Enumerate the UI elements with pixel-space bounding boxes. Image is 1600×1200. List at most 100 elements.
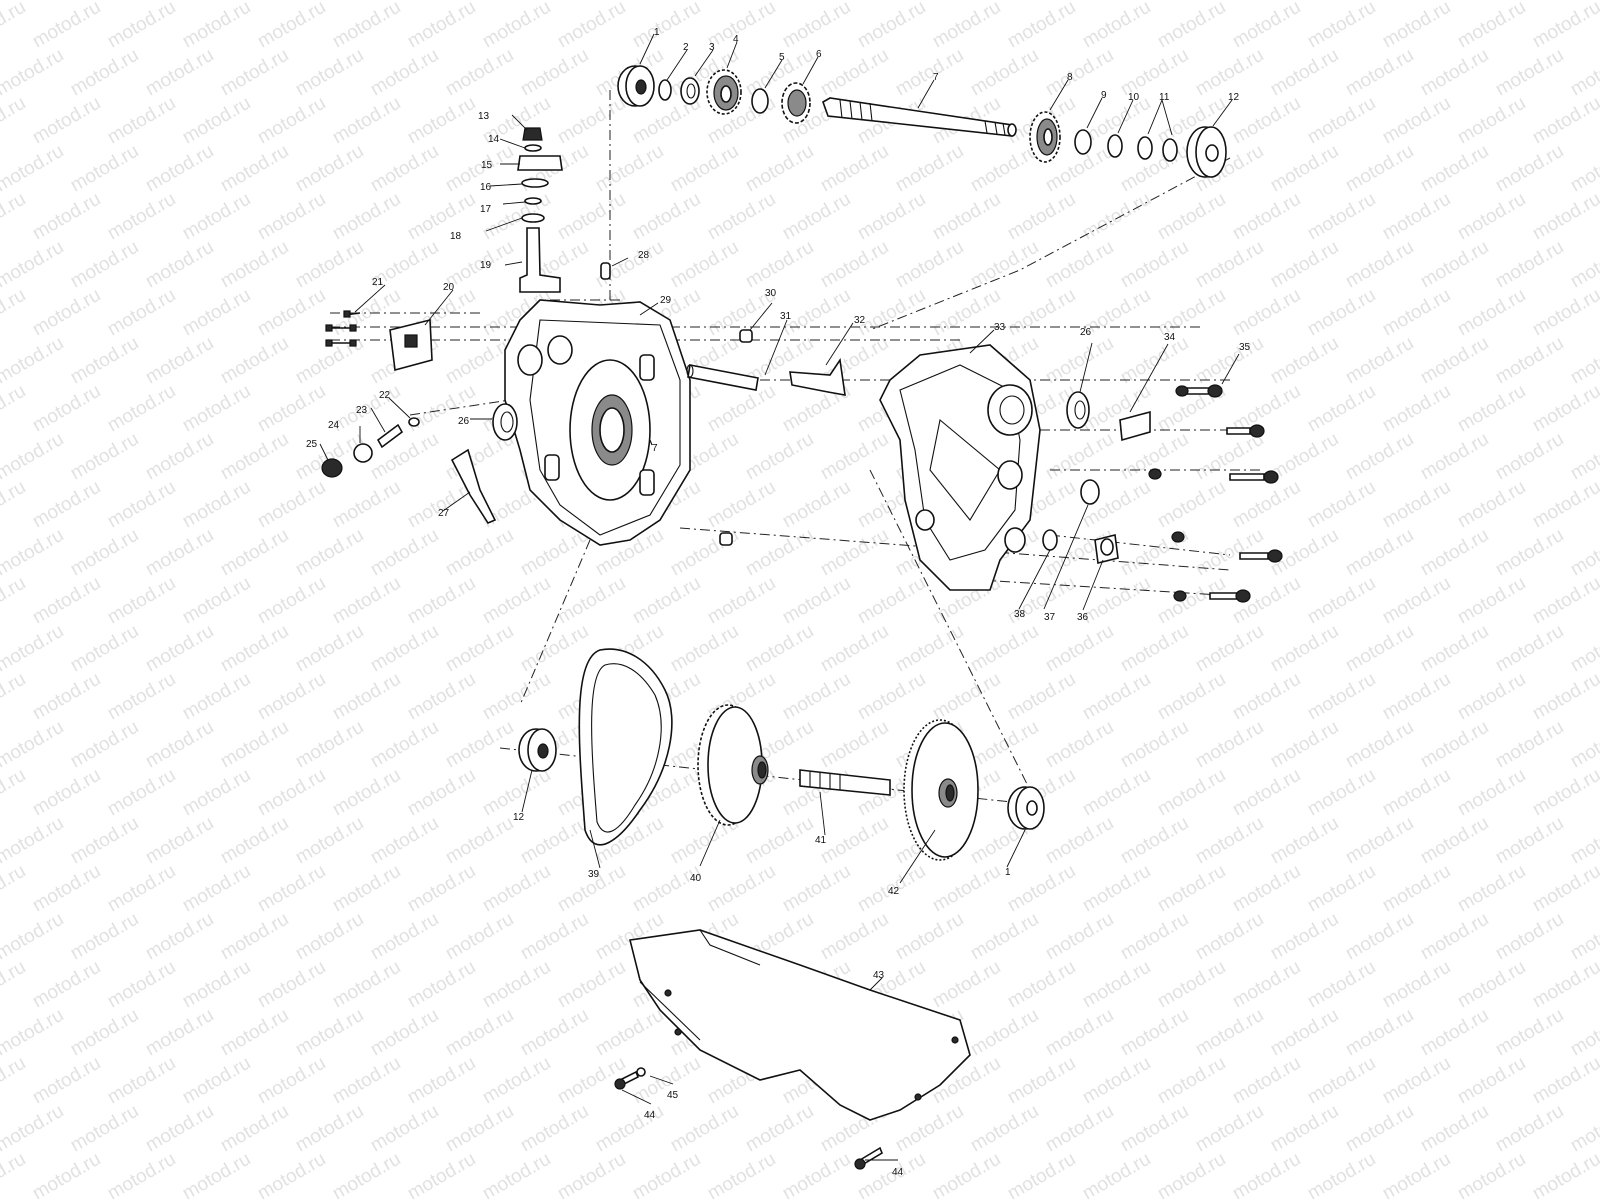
watermark-text: motod.ru [1529, 669, 1600, 725]
watermark-text: motod.ru [554, 957, 629, 1013]
watermark-text: motod.ru [1454, 285, 1529, 341]
watermark-text: motod.ru [367, 429, 442, 485]
watermark-text: motod.ru [1342, 237, 1417, 293]
watermark-text: motod.ru [442, 621, 517, 677]
watermark-text: motod.ru [592, 1101, 667, 1157]
watermark-text: motod.ru [554, 1149, 629, 1200]
callout-45: 45 [667, 1090, 679, 1101]
watermark-text: motod.ru [967, 1005, 1042, 1061]
watermark-text: motod.ru [1304, 285, 1379, 341]
callout-23: 23 [356, 405, 368, 416]
left-case-half-29 [504, 299, 691, 546]
watermark-text: motod.ru [1154, 861, 1229, 917]
watermark-text: motod.ru [779, 1149, 854, 1200]
watermark-text: motod.ru [179, 93, 254, 149]
callout-22: 22 [379, 390, 391, 401]
callout-15: 15 [481, 160, 493, 171]
watermark-text: motod.ru [442, 717, 517, 773]
watermark-text: motod.ru [292, 813, 367, 869]
watermark-text: motod.ru [1229, 0, 1304, 52]
watermark-text: motod.ru [1492, 717, 1567, 773]
washer-9 [1074, 129, 1092, 155]
watermark-text: motod.ru [1304, 669, 1379, 725]
watermark-text: motod.ru [1379, 93, 1454, 149]
watermark-text: motod.ru [1529, 861, 1600, 917]
watermark-text: motod.ru [217, 333, 292, 389]
watermark-text: motod.ru [67, 45, 142, 101]
watermark-text: motod.ru [292, 717, 367, 773]
gear-40 [697, 704, 769, 826]
watermark-text: motod.ru [142, 909, 217, 965]
watermark-text: motod.ru [67, 813, 142, 869]
watermark-text: motod.ru [217, 717, 292, 773]
watermark-text: motod.ru [1304, 957, 1379, 1013]
watermark-text: motod.ru [104, 1149, 179, 1200]
watermark-text: motod.ru [1079, 1053, 1154, 1109]
watermark-text: motod.ru [742, 0, 817, 4]
watermark-text: motod.ru [104, 669, 179, 725]
watermark-text: motod.ru [67, 429, 142, 485]
watermark-text: motod.ru [1342, 1005, 1417, 1061]
watermark-text: motod.ru [1079, 957, 1154, 1013]
watermark-text: motod.ru [1267, 333, 1342, 389]
callout-20: 20 [443, 282, 455, 293]
watermark-text: motod.ru [1454, 381, 1529, 437]
watermark-text: motod.ru [1492, 429, 1567, 485]
watermark-text: motod.ru [1379, 957, 1454, 1013]
watermark-text: motod.ru [179, 765, 254, 821]
watermark-text: motod.ru [1379, 861, 1454, 917]
watermark-text: motod.ru [142, 333, 217, 389]
dowel-lower [719, 532, 733, 546]
watermark-text: motod.ru [67, 717, 142, 773]
watermark-text: motod.ru [779, 861, 854, 917]
watermark-text: motod.ru [329, 957, 404, 1013]
nut-25 [321, 458, 343, 478]
watermark-text: motod.ru [1529, 0, 1600, 52]
watermark-text: motod.ru [1042, 813, 1117, 869]
watermark-text: motod.ru [517, 621, 592, 677]
watermark-text: motod.ru [1117, 237, 1192, 293]
callout-12-lower: 12 [513, 812, 525, 823]
watermark-text: motod.ru [892, 909, 967, 965]
watermark-text: motod.ru [1192, 237, 1267, 293]
watermark-text: motod.ru [29, 765, 104, 821]
watermark-text: motod.ru [179, 189, 254, 245]
callout-18: 18 [450, 231, 462, 242]
callout-28: 28 [638, 250, 650, 261]
watermark-text: motod.ru [1304, 477, 1379, 533]
watermark-text: motod.ru [29, 957, 104, 1013]
watermark-text: motod.ru [1417, 621, 1492, 677]
watermark-text: motod.ru [1417, 45, 1492, 101]
watermark-text: motod.ru [1342, 45, 1417, 101]
washer-5 [751, 88, 769, 114]
watermark-text: motod.ru [0, 189, 29, 245]
watermark-text: motod.ru [1492, 813, 1567, 869]
watermark-text: motod.ru [517, 909, 592, 965]
watermark-text: motod.ru [179, 285, 254, 341]
watermark-text: motod.ru [1529, 477, 1600, 533]
watermark-text: motod.ru [1229, 285, 1304, 341]
callout-35: 35 [1239, 342, 1251, 353]
watermark-text: motod.ru [1379, 381, 1454, 437]
washer-14 [524, 144, 542, 152]
callout-19: 19 [480, 260, 492, 271]
watermark-text: motod.ru [29, 477, 104, 533]
watermark-text: motod.ru [1379, 1053, 1454, 1109]
arm-15 [517, 155, 563, 171]
watermark-text: motod.ru [1154, 1149, 1229, 1200]
callout-29: 29 [660, 295, 672, 306]
watermark-text: motod.ru [629, 0, 704, 52]
watermark-text: motod.ru [517, 1101, 592, 1157]
watermark-text: motod.ru [0, 525, 67, 581]
watermark-text: motod.ru [1379, 189, 1454, 245]
watermark-text: motod.ru [1304, 573, 1379, 629]
rod-31 [687, 364, 759, 391]
plunger-22 [408, 417, 420, 427]
watermark-text: motod.ru [67, 0, 142, 4]
watermark-text: motod.ru [1454, 189, 1529, 245]
watermark-text: motod.ru [329, 0, 404, 52]
watermark-text: motod.ru [1304, 0, 1379, 52]
watermark-text: motod.ru [367, 813, 442, 869]
watermark-text: motod.ru [1004, 1053, 1079, 1109]
